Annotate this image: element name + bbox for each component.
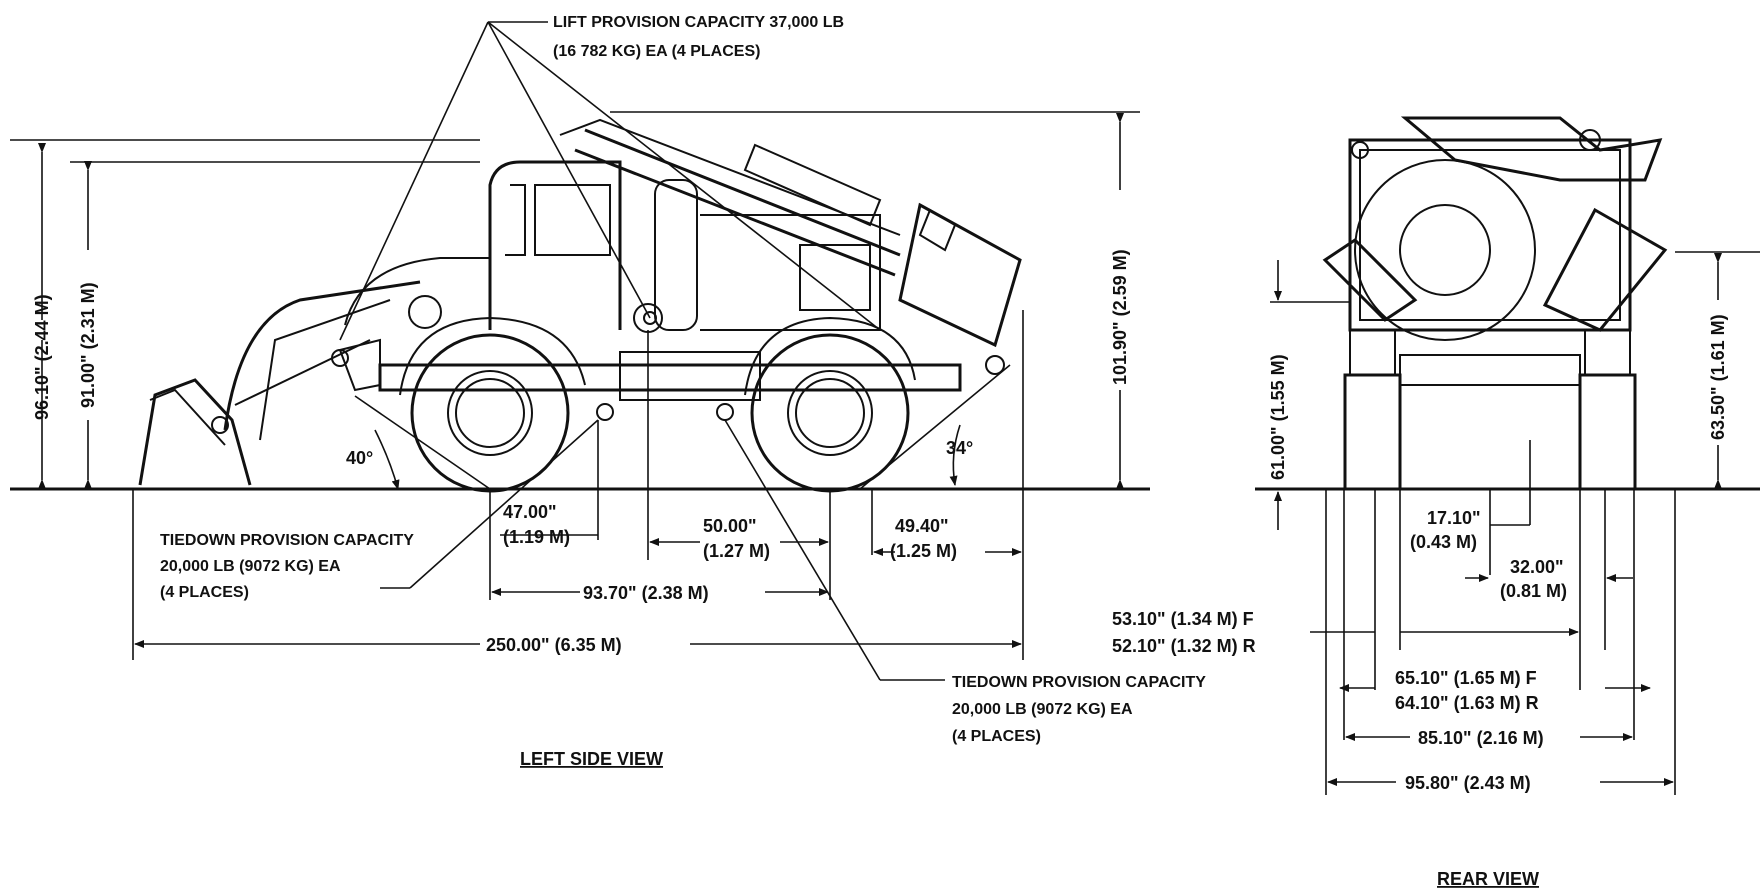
height-101-label: 101.90" (2.59 M) <box>1110 249 1130 385</box>
lift-provision-line2: (16 782 KG) EA (4 PLACES) <box>553 43 760 60</box>
height-91-label: 91.00" (2.31 M) <box>78 282 98 408</box>
dim-32-line2: (0.81 M) <box>1500 581 1567 601</box>
dim-95-label: 95.80" (2.43 M) <box>1405 773 1531 793</box>
height-96-label: 96.10" (2.44 M) <box>32 294 52 420</box>
tiedown-right-line1: TIEDOWN PROVISION CAPACITY <box>952 674 1206 691</box>
left-side-view: LIFT PROVISION CAPACITY 37,000 LB (16 78… <box>10 14 1206 769</box>
rear-view: 61.00" (1.55 M) 63.50" (1.61 M) 17.10" (… <box>1112 116 1760 889</box>
tiedown-left-line1: TIEDOWN PROVISION CAPACITY <box>160 532 414 549</box>
dim-52-label: 52.10" (1.32 M) R <box>1112 636 1256 656</box>
height-63-label: 63.50" (1.61 M) <box>1708 314 1728 440</box>
dim-17-line1: 17.10" <box>1427 508 1481 528</box>
tiedown-right-line3: (4 PLACES) <box>952 728 1041 745</box>
dim-85-label: 85.10" (2.16 M) <box>1418 728 1544 748</box>
rear-wheel <box>750 333 910 493</box>
dim-47-line1: 47.00" <box>503 502 557 522</box>
dim-17-line2: (0.43 M) <box>1410 532 1477 552</box>
lift-provision-line1: LIFT PROVISION CAPACITY 37,000 LB <box>553 14 844 31</box>
rear-view-title: REAR VIEW <box>1437 869 1539 889</box>
left-side-view-title: LEFT SIDE VIEW <box>520 749 663 769</box>
dim-47-line2: (1.19 M) <box>503 527 570 547</box>
dim-250-label: 250.00" (6.35 M) <box>486 635 622 655</box>
truck-rear-drawing <box>1322 116 1668 491</box>
tiedown-left-line2: 20,000 LB (9072 KG) EA <box>160 558 341 575</box>
dim-53-label: 53.10" (1.34 M) F <box>1112 609 1254 629</box>
height-61-label: 61.00" (1.55 M) <box>1268 354 1288 480</box>
tiedown-left-line3: (4 PLACES) <box>160 584 249 601</box>
dim-65-label: 65.10" (1.65 M) F <box>1395 668 1537 688</box>
dim-49-line1: 49.40" <box>895 516 949 536</box>
dim-49-line2: (1.25 M) <box>890 541 957 561</box>
dim-64-label: 64.10" (1.63 M) R <box>1395 693 1539 713</box>
dim-93-label: 93.70" (2.38 M) <box>583 583 709 603</box>
dim-50-line2: (1.27 M) <box>703 541 770 561</box>
truck-side-drawing <box>138 118 1022 493</box>
angle-rear-label: 34° <box>946 438 973 458</box>
dim-50-line1: 50.00" <box>703 516 757 536</box>
tiedown-right-line2: 20,000 LB (9072 KG) EA <box>952 701 1133 718</box>
dim-32-line1: 32.00" <box>1510 557 1564 577</box>
angle-front-label: 40° <box>346 448 373 468</box>
